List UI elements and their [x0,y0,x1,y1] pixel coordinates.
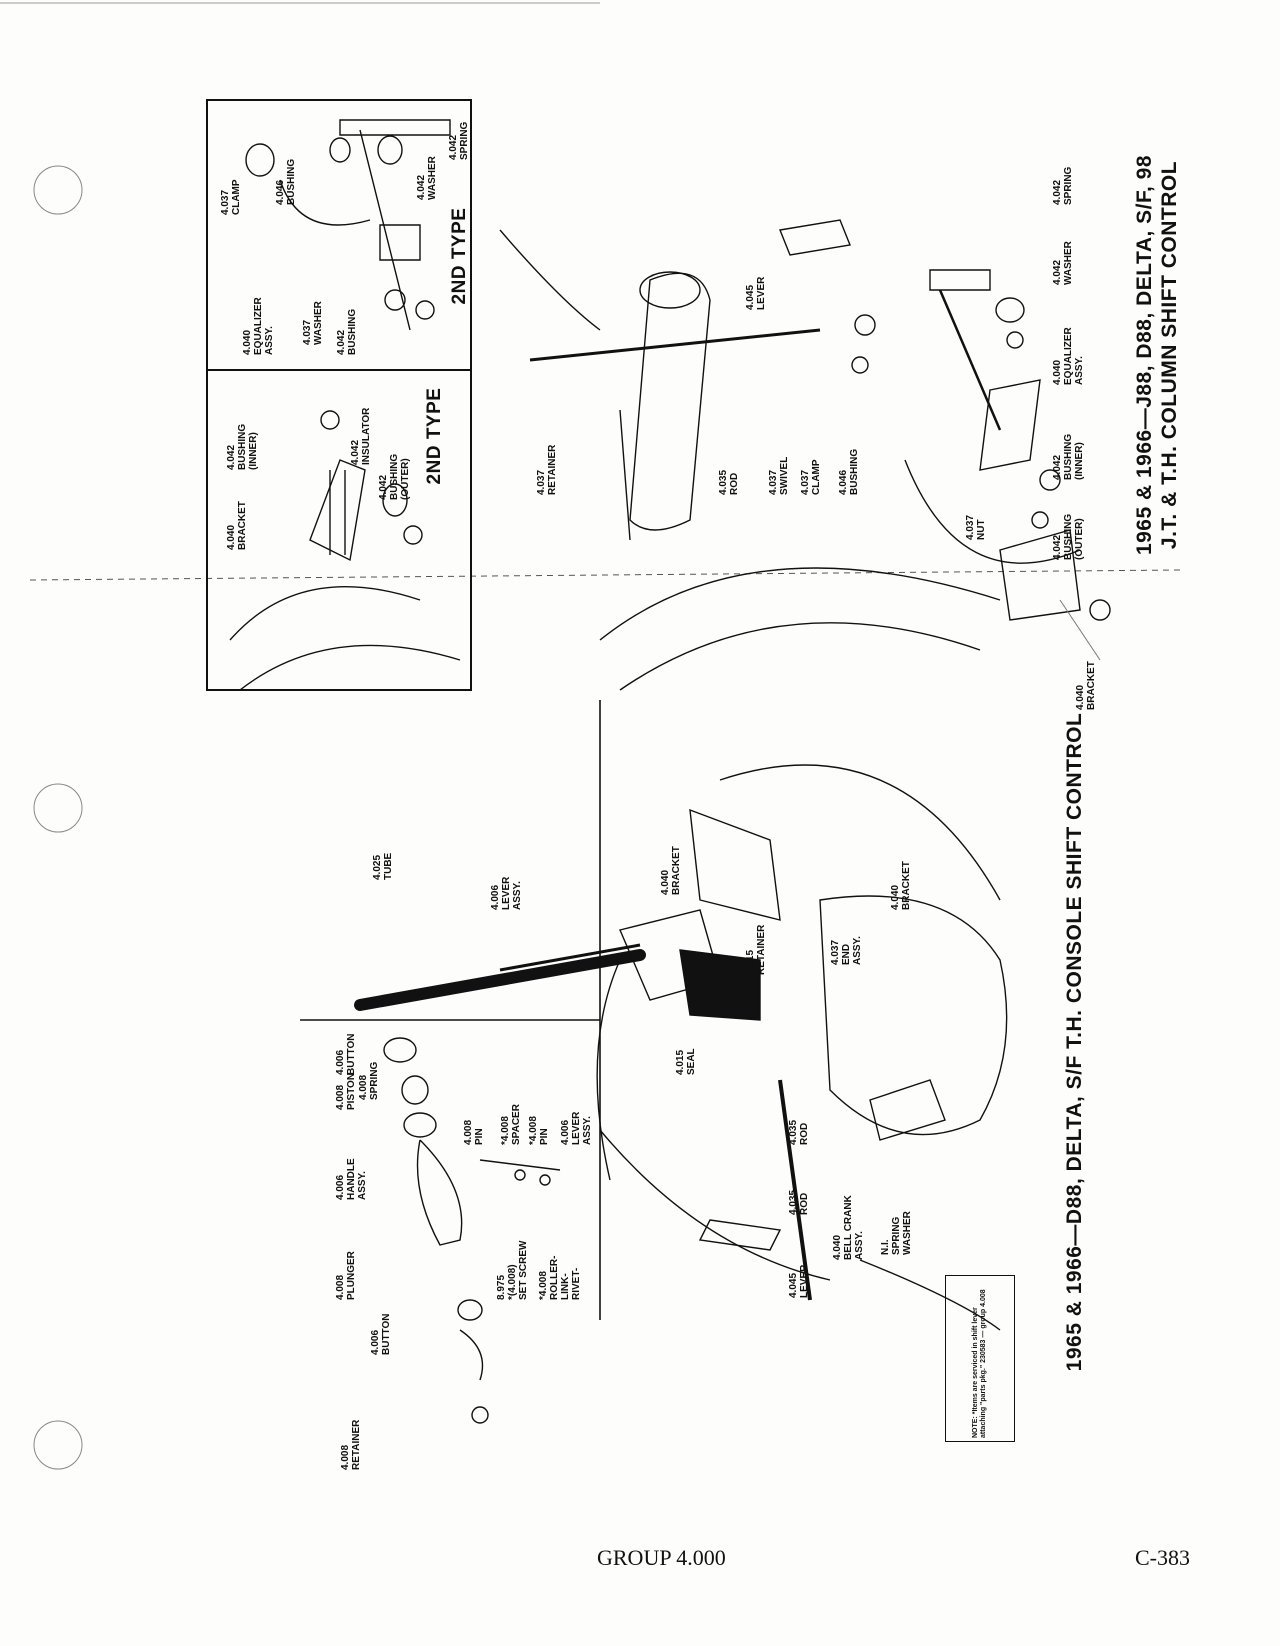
inset-left-title: 2ND TYPE [424,387,445,485]
column-label: 4.042 BUSHING (OUTER) [1052,513,1085,560]
column-label: 4.040 EQUALIZER ASSY. [1052,327,1085,385]
console-label: 4.006 BUTTON [335,1033,357,1075]
console-label: 8.975 *(4.008) SET SCREW [496,1240,529,1300]
console-label: 4.008 RETAINER [340,1419,362,1470]
console-label: 4.040 BRACKET [660,846,682,895]
console-label: 4.035 ROD [788,1119,810,1145]
column-label: 4.042 BUSHING (INNER) [1052,433,1085,480]
inset-right-label: 4.042 WASHER [416,156,438,200]
console-label: *4.008 SPACER [500,1104,522,1145]
console-label: 4.006 LEVER ASSY. [560,1111,593,1145]
console-label: 4.037 END ASSY. [830,936,863,965]
column-label: 4.045 LEVER [745,276,767,310]
console-label: 4.040 BRACKET [890,861,912,910]
console-shift-caption: 1965 & 1966—D88, DELTA, S/F T.H. CONSOLE… [1063,712,1086,1372]
note-text: NOTE: *Items are serviced in shift lever… [972,1289,987,1438]
console-label: 4.008 PIN [463,1119,485,1145]
column-shift-caption-line1: 1965 & 1966—J88, D88, DELTA, S/F, 98 [1133,154,1156,556]
column-label: 4.037 RETAINER [536,444,558,495]
inset-right-label: 4.037 CLAMP [220,179,242,215]
column-label: 4.037 SWIVEL [768,456,790,495]
column-label: 4.037 NUT [965,514,987,540]
console-label: 4.006 BUTTON [370,1313,392,1355]
console-label: 4.015 RETAINER [745,924,767,975]
console-label: 4.035 ROD [788,1189,810,1215]
column-label: 4.035 ROD [718,469,740,495]
column-label: 4.042 SPRING [1052,166,1074,205]
console-label: 4.006 LEVER ASSY. [490,876,523,910]
inset-right-label: 4.042 BUSHING [336,308,358,355]
column-label: 4.037 CLAMP [800,459,822,495]
inset-left-label: 4.042 BUSHING (INNER) [226,423,259,470]
page-number: C-383 [1135,1545,1190,1570]
console-label: 4.008 PISTON [335,1072,357,1110]
column-label: 4.042 WASHER [1052,241,1074,285]
console-label: 4.025 TUBE [372,852,394,880]
console-label: N.I. SPRING WASHER [880,1211,913,1255]
console-label: *4.008 ROLLER- LINK- RIVET- [538,1255,582,1300]
inset-right-title: 2ND TYPE [449,207,470,305]
console-label: *4.008 PIN [528,1116,550,1145]
column-label: 4.046 BUSHING [838,448,860,495]
inset-left-label: 4.042 BUSHING (OUTER) [378,453,411,500]
inset-left-label: 4.042 INSULATOR [350,407,372,465]
console-label: 4.040 BELL CRANK ASSY. [832,1195,865,1260]
inset-right-label: 4.042 SPRING [448,121,470,160]
note-box: NOTE: *Items are serviced in shift lever… [945,1275,1015,1442]
console-label: 4.008 SPRING [358,1061,380,1100]
console-label: 4.015 SEAL [675,1048,697,1075]
console-label: 4.045 LEVER [788,1264,810,1298]
column-shift-caption-line2: J.T. & T.H. COLUMN SHIFT CONTROL [1158,160,1181,550]
console-label: 4.008 PLUNGER [335,1251,357,1300]
inset-left-label: 4.040 BRACKET [226,501,248,550]
inset-right-label: 4.040 EQUALIZER ASSY. [242,297,275,355]
inset-right-label: 4.046 BUSHING [275,158,297,205]
inset-right-label: 4.037 WASHER [302,301,324,345]
group-footer: GROUP 4.000 [597,1545,726,1570]
console-label: 4.006 HANDLE ASSY. [335,1158,368,1200]
